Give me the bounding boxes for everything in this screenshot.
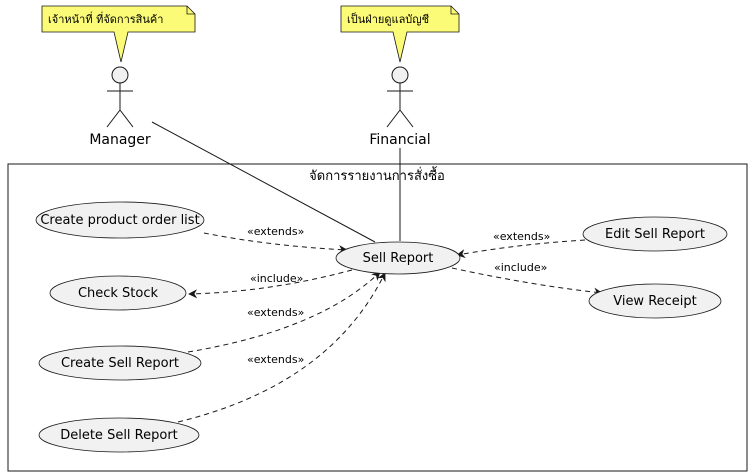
edge-delete-sell-extends <box>177 272 386 423</box>
system-boundary: จัดการรายงานการสั่งซื้อ <box>7 163 748 472</box>
edge-edit-sell-extends <box>456 239 586 259</box>
usecase-check-stock-label: Check Stock <box>78 286 159 301</box>
actor-financial-label: Financial <box>369 132 430 148</box>
usecase-check-stock[interactable]: Check Stock <box>49 275 187 311</box>
edge-view-receipt-include <box>451 267 603 297</box>
note-financial-text: เป็นฝ่ายดูแลบัญชี <box>347 12 429 26</box>
label-check-stock-include: «include» <box>250 272 303 285</box>
label-delete-sell-extends: «extends» <box>247 353 304 366</box>
note-manager-text: เจ้าหน้าที่ ที่จัดการสินค้า <box>48 11 163 26</box>
label-create-sell-extends: «extends» <box>247 306 304 319</box>
label-create-order-extends: «extends» <box>247 225 304 238</box>
usecase-create-sell-report-label: Create Sell Report <box>61 356 179 371</box>
association-manager-sell-report <box>151 121 376 243</box>
usecase-delete-sell-report[interactable]: Delete Sell Report <box>38 417 200 453</box>
actor-manager: Manager <box>89 66 151 148</box>
system-title: จัดการรายงานการสั่งซื้อ <box>309 166 445 184</box>
edge-check-stock-include <box>188 269 353 299</box>
usecase-sell-report-label: Sell Report <box>363 251 434 266</box>
usecase-create-product-order-list[interactable]: Create product order list <box>35 201 205 239</box>
actor-manager-figure-icon <box>106 66 134 128</box>
actor-financial: Financial <box>369 66 431 148</box>
usecase-delete-sell-report-label: Delete Sell Report <box>60 428 178 443</box>
usecase-create-sell-report[interactable]: Create Sell Report <box>38 345 202 381</box>
usecase-view-receipt[interactable]: View Receipt <box>588 283 722 319</box>
label-edit-sell-extends: «extends» <box>493 230 550 243</box>
usecase-view-receipt-label: View Receipt <box>613 294 697 309</box>
usecase-sell-report[interactable]: Sell Report <box>335 241 461 275</box>
edge-create-sell-extends <box>187 271 381 353</box>
actor-manager-label: Manager <box>89 132 151 148</box>
note-manager: เจ้าหน้าที่ ที่จัดการสินค้า <box>41 5 196 63</box>
usecase-edit-sell-report[interactable]: Edit Sell Report <box>582 216 728 252</box>
edge-create-order-extends <box>203 232 348 255</box>
actor-financial-figure-icon <box>386 66 414 128</box>
usecase-create-product-order-list-label: Create product order list <box>40 213 199 228</box>
label-view-receipt-include: «include» <box>494 261 547 274</box>
usecase-edit-sell-report-label: Edit Sell Report <box>605 227 705 242</box>
note-financial: เป็นฝ่ายดูแลบัญชี <box>340 5 460 63</box>
